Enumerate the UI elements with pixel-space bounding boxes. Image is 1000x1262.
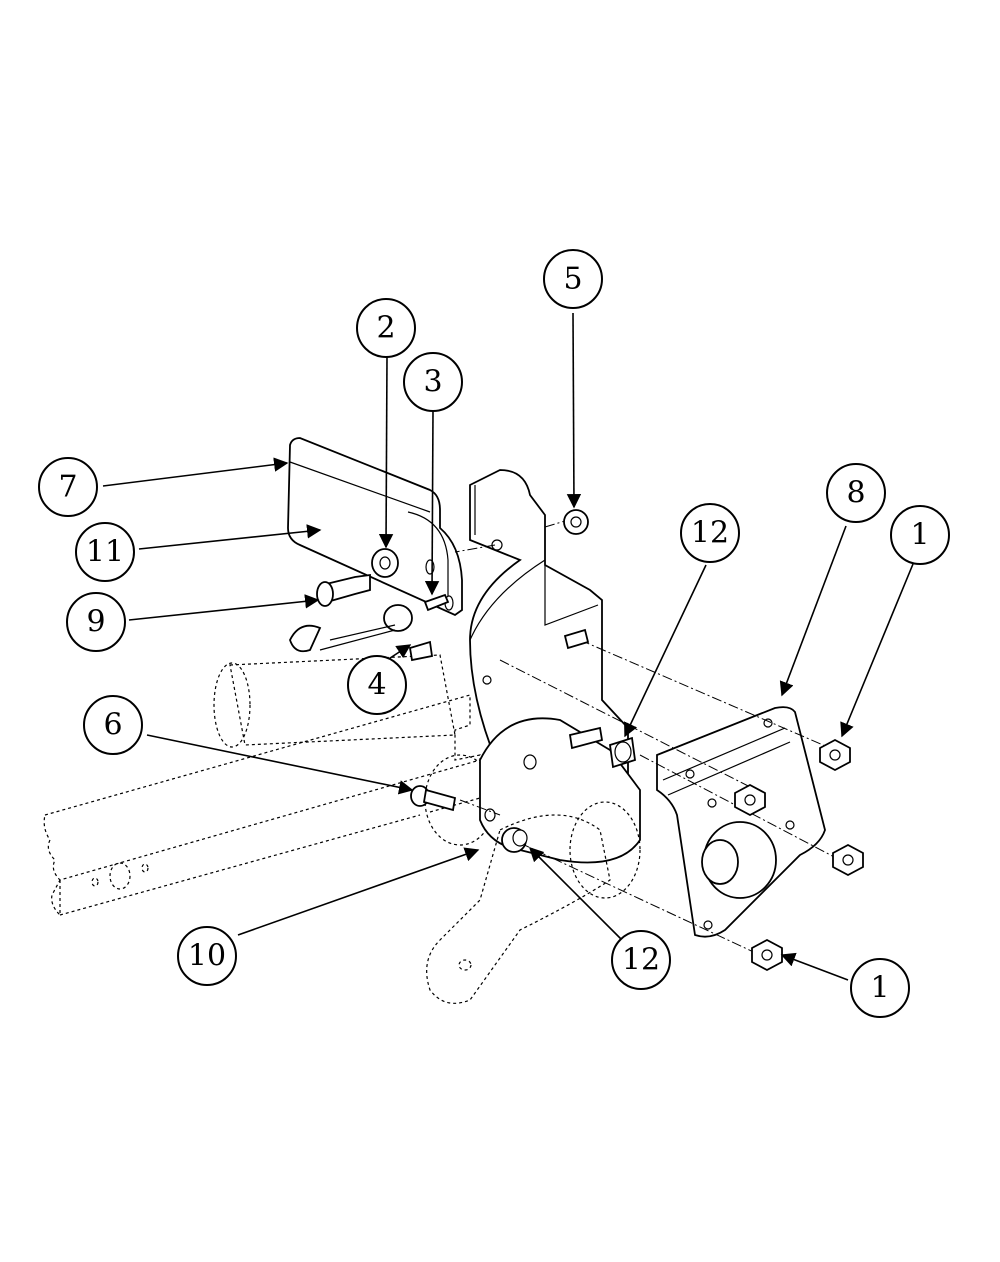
callout-12-lower: 12 [611,930,671,990]
locknut-part-1-b [734,783,766,817]
callout-10: 10 [177,926,237,986]
locknut-part-1-a [819,738,851,772]
callout-12-upper: 12 [680,503,740,563]
locknut-part-1-d [751,938,783,972]
clip-part-4 [289,604,434,662]
callout-2-label: 2 [376,311,395,346]
callout-4-label: 4 [367,668,386,703]
callout-5: 5 [543,249,603,309]
callout-9-label: 7 [58,470,77,505]
bolt-part-7 [316,573,371,607]
washer-part-5 [563,509,589,535]
pin-part-3 [423,593,450,612]
callout-1-upper: 1 [890,505,950,565]
callout-12-upper-label: 12 [691,516,729,551]
callout-11-label: 11 [86,535,124,570]
callout-3-label: 3 [423,365,442,400]
callout-6-label: 6 [103,708,122,743]
locknut-part-1-c [832,843,864,877]
callout-5-label: 5 [563,262,582,297]
callout-1-lower-label: 1 [870,971,889,1006]
callout-10-label: 10 [188,939,226,974]
phantom-frame-rail [43,694,481,917]
bolt-part-6 [410,785,457,812]
callout-9: 7 [38,457,98,517]
callout-7: 9 [66,592,126,652]
phantom-lower-arm [426,801,641,1004]
callout-8-label: 8 [846,476,865,511]
spacer-part-12-lower [501,827,528,853]
callout-1-upper-label: 1 [910,518,929,553]
callout-4: 4 [347,655,407,715]
cover-plate-part-11 [287,437,463,617]
callout-2: 2 [356,298,416,358]
callout-11: 11 [75,522,135,582]
gear-plate-part-10 [424,717,641,864]
callout-12-lower-label: 12 [622,943,660,978]
spacer-part-12-upper [568,726,636,769]
stud-upper [563,628,590,650]
leader-lines [102,312,914,981]
washer-part-2 [371,548,399,578]
callout-3: 3 [403,352,463,412]
callout-6: 6 [83,695,143,755]
callout-1-lower: 1 [850,958,910,1018]
front-plate-part-8 [656,706,826,938]
callout-7-label: 9 [86,605,105,640]
callout-8: 8 [826,463,886,523]
